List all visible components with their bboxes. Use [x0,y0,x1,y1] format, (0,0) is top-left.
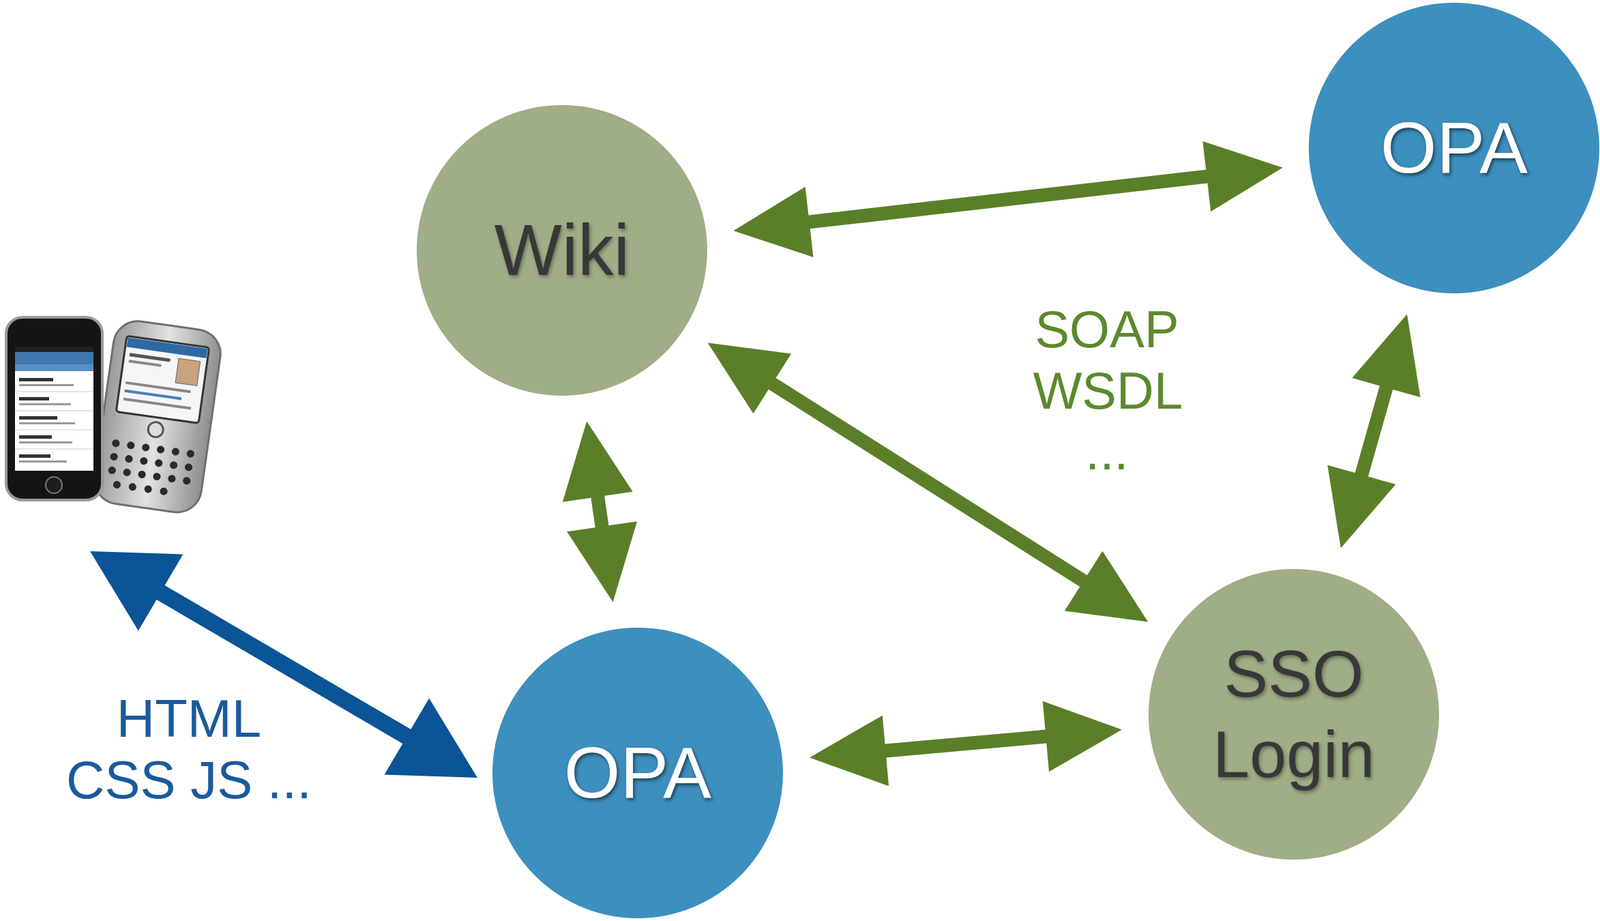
keyboard-row [111,469,188,481]
node-label: Wiki [494,207,630,294]
client-arrow [90,551,478,778]
circle-fill [1148,568,1440,860]
protocol-label: SOAP WSDL ... [1033,298,1182,483]
list-line [19,441,73,444]
list-line [19,403,71,406]
list-line [19,435,52,439]
list-divider [15,448,94,450]
status-bar [15,346,94,352]
blackberry-phone [91,317,224,515]
bidirectional-arrow [562,420,637,602]
home-button [45,476,63,494]
list-line [19,383,74,387]
screen-header [15,351,94,365]
bidirectional-arrow [809,701,1122,787]
keyboard-row [116,484,179,494]
circle-fill [416,105,708,396]
screen-line [124,389,182,401]
service-circle: SSO Login [1148,568,1440,860]
bidirectional-arrow [707,342,1149,622]
list-divider [15,391,94,393]
phone-body [91,317,224,515]
node-label: OPA [564,729,712,816]
list-line [19,377,54,382]
phone-screen [115,335,209,423]
list-line [19,416,58,420]
opa-circle: OPA [1308,2,1600,294]
circle-fill [1308,2,1600,294]
circle-outline [1148,568,1440,860]
list-line [19,422,76,425]
screen-line [123,397,192,410]
list-divider [15,410,94,412]
service-circle: Wiki [416,105,708,396]
list-line [19,454,51,458]
list-divider [15,429,94,431]
bidirectional-arrow [1327,313,1420,548]
screen-line [128,359,162,367]
bidirectional-arrow [733,141,1283,258]
circle-fill [492,627,783,918]
web-tech-label: HTML CSS JS ... [60,687,318,811]
keyboard-row [115,443,192,455]
phone-screen [15,346,94,471]
list-line [19,460,67,463]
iphone [6,317,103,500]
list-line [19,396,50,401]
profile-photo [175,358,201,386]
phone-body [6,317,103,500]
trackball [147,420,165,438]
node-label: SSO Login [1203,633,1384,796]
tab-bar [15,364,94,372]
opa-circle: OPA [492,627,783,918]
keyboard-row [113,456,190,468]
node-label: OPA [1380,104,1528,191]
